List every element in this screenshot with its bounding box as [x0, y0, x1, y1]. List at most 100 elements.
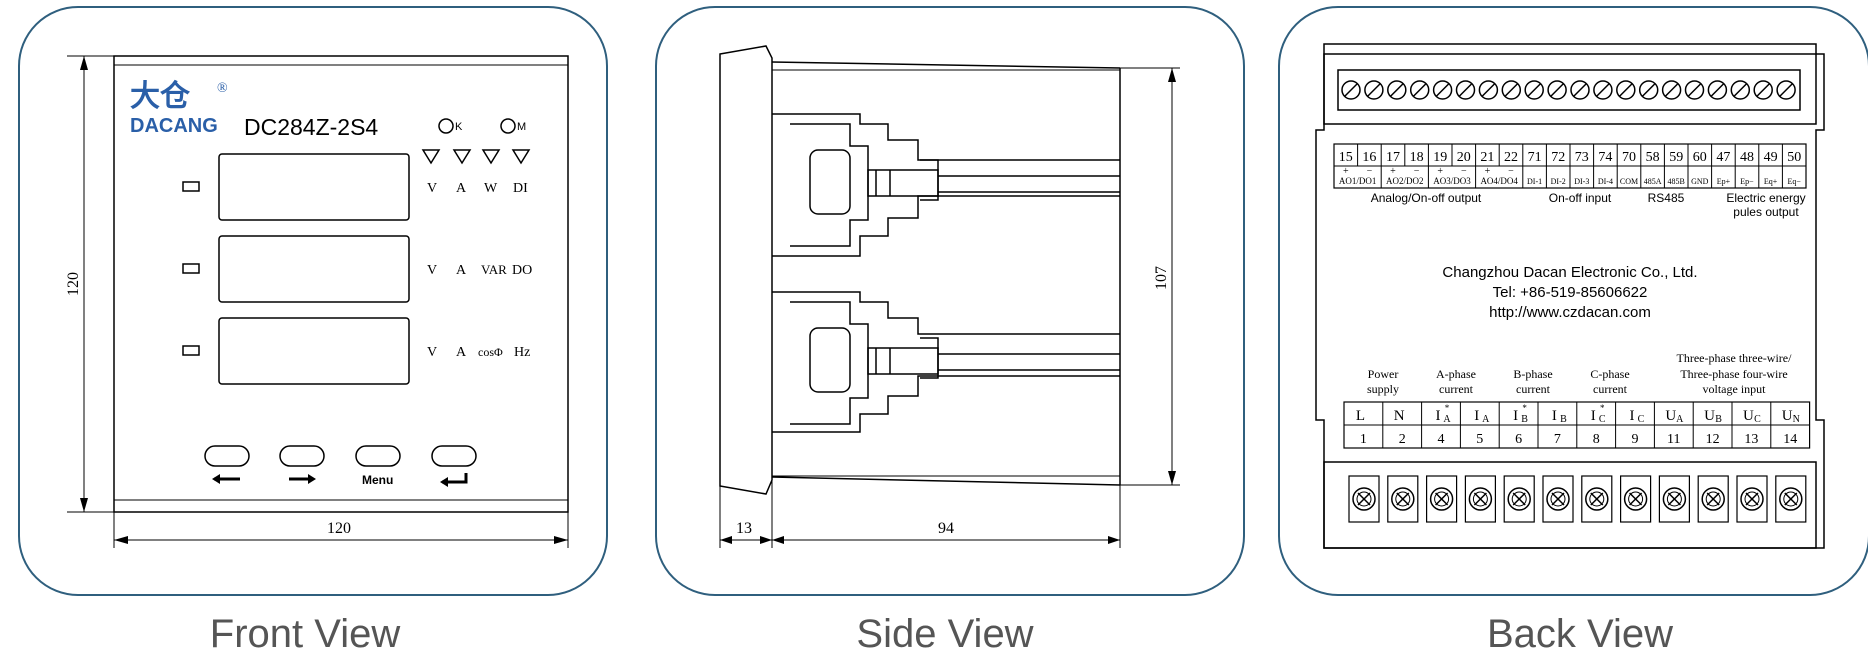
side-view-caption: Side View	[856, 612, 1034, 656]
top-screw-icon	[1501, 80, 1522, 100]
unit-label: V	[427, 263, 437, 278]
top-terminal-number: 48	[1740, 150, 1754, 165]
bottom-terminal-signal: U	[1704, 408, 1715, 424]
top-group-label: pules output	[1733, 205, 1799, 219]
group-label-voltage: Three-phase four-wire	[1680, 367, 1787, 381]
top-terminal-number: 74	[1598, 150, 1612, 165]
bottom-terminal-number: 7	[1554, 432, 1561, 447]
top-screw-icon	[1593, 80, 1613, 100]
unit-label: DO	[512, 263, 532, 278]
side-bezel	[719, 45, 773, 495]
menu-button[interactable]	[355, 445, 401, 467]
side-front-depth-dimension: 13	[736, 520, 752, 537]
company-tel: Tel: +86-519-85606622	[1493, 284, 1648, 301]
top-terminal-number: 49	[1764, 150, 1778, 165]
top-terminal-number: 15	[1339, 150, 1353, 165]
indicator-k-label: K	[455, 121, 463, 133]
group-label-c-phase: C-phase	[1590, 367, 1629, 381]
unit-label: cosΦ	[478, 345, 503, 359]
top-terminal-sublabel: AO1/DO1	[1339, 176, 1377, 186]
top-terminal-sublabel: COM	[1620, 177, 1638, 186]
group-label-power: supply	[1367, 382, 1399, 396]
left-button[interactable]	[204, 445, 250, 467]
bottom-terminal-signal: I	[1474, 408, 1479, 424]
top-terminal-sublabel: 485B	[1668, 177, 1685, 186]
enter-arrow-icon	[440, 473, 468, 487]
bottom-screw-icon	[1387, 475, 1419, 523]
side-height-dimension: 107	[1153, 266, 1170, 290]
bottom-terminal-number: 11	[1667, 432, 1680, 447]
back-view-panel	[1278, 6, 1868, 596]
unit-indicator-triangles	[421, 149, 531, 165]
indicator-m-led	[500, 118, 516, 134]
bottom-screw-icon	[1348, 475, 1380, 523]
bottom-terminal-signal: I	[1552, 408, 1557, 424]
logo-latin: DACANG	[130, 115, 218, 137]
bottom-terminal-subscript: C	[1754, 414, 1761, 425]
top-screw-icon	[1341, 80, 1361, 100]
group-label-voltage: voltage input	[1703, 382, 1767, 396]
top-screw-icon	[1387, 80, 1407, 100]
left-arrow-icon	[212, 474, 240, 484]
top-terminal-number: 21	[1480, 150, 1494, 165]
top-terminal-number: 22	[1504, 150, 1518, 165]
top-terminal-sublabel: 485A	[1644, 177, 1662, 186]
bottom-terminal-signal: I	[1591, 408, 1596, 424]
top-terminal-number: 60	[1693, 150, 1707, 165]
front-view-caption: Front View	[209, 612, 401, 656]
top-group-label: RS485	[1648, 191, 1685, 205]
top-screw-icon	[1570, 80, 1590, 100]
back-view-caption: Back View	[1486, 612, 1673, 656]
right-button[interactable]	[279, 445, 325, 467]
polarity-star: *	[1445, 403, 1450, 413]
enter-button[interactable]	[431, 445, 477, 467]
top-terminal-number: 71	[1528, 150, 1542, 165]
display-window-3	[218, 317, 410, 385]
group-label-b-phase: current	[1516, 382, 1551, 396]
bottom-terminal-signal: I	[1436, 408, 1441, 424]
row-led-3	[182, 345, 200, 356]
top-screw-icon	[1432, 80, 1453, 100]
row-led-2	[182, 263, 200, 274]
group-label-a-phase: A-phase	[1436, 367, 1476, 381]
top-terminal-number: 16	[1362, 150, 1376, 165]
top-screw-icon	[1409, 80, 1430, 100]
bottom-terminal-signal: U	[1782, 408, 1793, 424]
polarity-sign: +	[1437, 166, 1443, 177]
top-terminal-sublabel: Ep−	[1740, 177, 1754, 186]
bottom-terminal-subscript: B	[1560, 414, 1567, 425]
display-window-1	[218, 153, 410, 221]
front-width-dimension: 120	[327, 520, 351, 537]
top-screw-icon	[1707, 80, 1728, 100]
bottom-terminal-number: 4	[1438, 432, 1445, 447]
bottom-terminal-subscript: A	[1676, 414, 1684, 425]
bottom-terminal-subscript: B	[1715, 414, 1722, 425]
unit-label: VAR	[481, 262, 507, 277]
top-group-label: Analog/On-off output	[1371, 191, 1482, 205]
top-terminal-sublabel: DI-1	[1527, 177, 1542, 186]
top-terminal-number: 50	[1787, 150, 1801, 165]
polarity-sign: −	[1414, 166, 1420, 177]
indicator-m-label: M	[517, 121, 526, 133]
top-screw-icon	[1364, 80, 1384, 100]
group-label-c-phase: current	[1593, 382, 1628, 396]
front-view-panel	[18, 6, 608, 596]
bottom-screw-icon	[1736, 475, 1768, 523]
polarity-sign: +	[1390, 166, 1396, 177]
bottom-terminal-subscript: A	[1443, 414, 1451, 425]
top-screw-icon	[1661, 80, 1682, 100]
group-label-power: Power	[1368, 367, 1399, 381]
bottom-terminal-signal: U	[1665, 408, 1676, 424]
bottom-terminal-number: 9	[1632, 432, 1639, 447]
top-screw-icon	[1753, 80, 1773, 100]
top-terminal-number: 70	[1622, 150, 1636, 165]
polarity-sign: +	[1485, 166, 1491, 177]
unit-label: V	[427, 345, 437, 360]
side-body	[771, 61, 1121, 486]
faceplate-outline	[113, 55, 569, 513]
bottom-screw-icon	[1620, 475, 1652, 523]
model-number: DC284Z-2S4	[244, 114, 378, 140]
top-terminal-block	[1323, 53, 1817, 125]
top-terminal-number: 47	[1716, 150, 1730, 165]
polarity-star: *	[1522, 403, 1527, 413]
